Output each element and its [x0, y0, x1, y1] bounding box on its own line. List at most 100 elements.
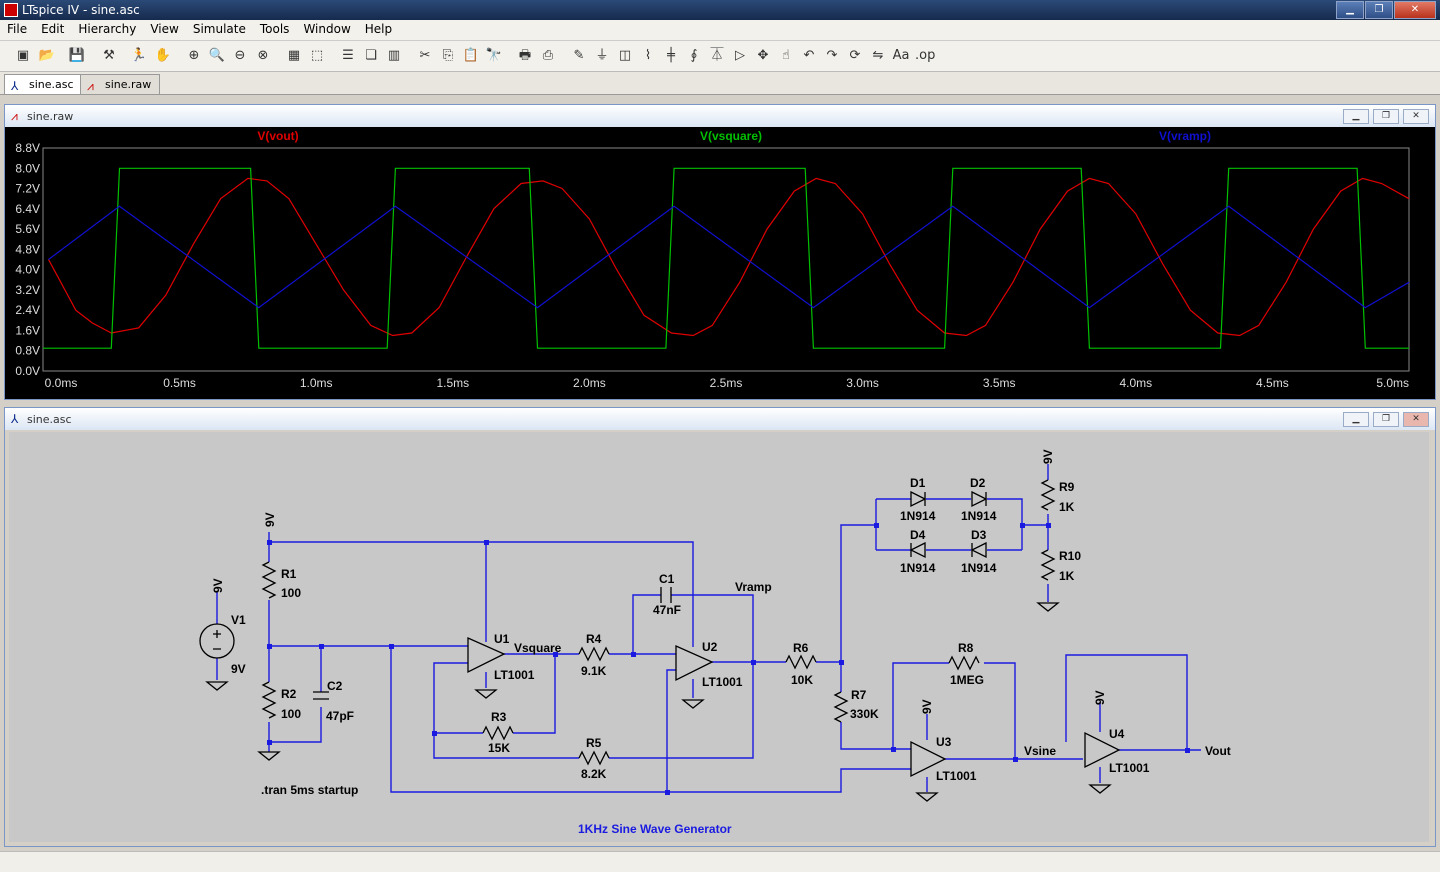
- auto-range-icon[interactable]: ⬚: [310, 48, 324, 63]
- pane-close-button[interactable]: ✕: [1403, 109, 1429, 124]
- zoom-out-icon[interactable]: ⊖: [234, 48, 246, 63]
- y-tick-label: 1.6V: [15, 323, 40, 337]
- find-icon[interactable]: 🔭: [485, 48, 503, 63]
- schematic-icon: ⅄: [11, 412, 19, 426]
- legend-vvout: V(vout): [257, 129, 298, 143]
- diode-icon[interactable]: ⏄: [710, 48, 724, 63]
- u2-value: LT1001: [702, 675, 743, 689]
- print-icon[interactable]: 🖶: [518, 48, 532, 63]
- menu-hierarchy[interactable]: Hierarchy: [78, 22, 137, 36]
- pan-icon[interactable]: ✋: [154, 48, 172, 63]
- zoom-fit-icon[interactable]: ⊗: [257, 48, 269, 63]
- spice-directive-icon[interactable]: .op: [915, 48, 936, 63]
- r10-ref: R10: [1059, 549, 1081, 563]
- wire-icon[interactable]: ✎: [573, 48, 585, 63]
- pane-minimize-button[interactable]: ▁: [1343, 109, 1369, 124]
- tile-vertical-icon[interactable]: ▥: [387, 48, 401, 63]
- tile-horizontal-icon[interactable]: ☰: [342, 48, 354, 63]
- print-preview-icon[interactable]: ⎙: [542, 48, 554, 63]
- resistor-r3: [482, 725, 514, 741]
- resistor-r1: [261, 561, 277, 599]
- component-icon[interactable]: ▷: [735, 48, 745, 63]
- mirror-icon[interactable]: ⇋: [872, 48, 884, 63]
- cascade-icon[interactable]: ❏: [365, 48, 377, 63]
- y-tick-label: 0.8V: [15, 344, 40, 358]
- y-tick-label: 8.8V: [15, 141, 40, 155]
- opamp-u2: [675, 644, 714, 682]
- r6-value: 10K: [791, 673, 813, 687]
- menu-edit[interactable]: Edit: [41, 22, 65, 36]
- minimize-button[interactable]: ▁: [1336, 1, 1364, 19]
- move-icon[interactable]: ✥: [757, 48, 769, 63]
- zoom-area-icon[interactable]: 🔍: [208, 48, 226, 63]
- waveform-icon: ⩘: [11, 109, 18, 123]
- run-icon[interactable]: 🏃: [130, 48, 148, 63]
- tab-sine-raw[interactable]: ⩘ sine.raw: [80, 74, 161, 94]
- menu-simulate[interactable]: Simulate: [192, 22, 246, 36]
- vout-net-label: Vout: [1205, 744, 1231, 758]
- control-panel-icon[interactable]: ⚒: [103, 48, 115, 63]
- schematic-window: ⅄ sine.asc ▁ ❐ ✕: [4, 407, 1436, 847]
- pane-minimize-button[interactable]: ▁: [1343, 412, 1369, 427]
- x-tick-label: 1.0ms: [300, 376, 333, 390]
- waveform-plot[interactable]: 0.0V0.8V1.6V2.4V3.2V4.0V4.8V5.6V6.4V7.2V…: [5, 127, 1435, 399]
- opamp-u4: [1084, 731, 1121, 769]
- copy-icon[interactable]: ⎘: [442, 48, 454, 63]
- x-tick-label: 2.5ms: [710, 376, 743, 390]
- resistor-icon[interactable]: ⌇: [644, 48, 652, 63]
- ground-icon[interactable]: ⏚: [595, 48, 609, 63]
- c2-value: 47pF: [326, 709, 354, 723]
- pane-close-button[interactable]: ✕: [1403, 412, 1429, 427]
- zoom-in-icon[interactable]: ⊕: [188, 48, 200, 63]
- new-schematic-icon[interactable]: ▣: [16, 48, 30, 63]
- text-icon[interactable]: Aa: [892, 48, 910, 63]
- menu-window[interactable]: Window: [303, 22, 351, 36]
- c1-value: 47nF: [653, 603, 681, 617]
- pane-restore-button[interactable]: ❐: [1373, 412, 1399, 427]
- trace-vvramp: [48, 205, 1410, 309]
- pane-restore-button[interactable]: ❐: [1373, 109, 1399, 124]
- r8-value: 1MEG: [950, 673, 984, 687]
- wires: [216, 464, 1201, 793]
- r1-net-flag: 9V: [263, 512, 277, 527]
- resistor-r4: [578, 646, 610, 662]
- undo-icon[interactable]: ↶: [803, 48, 815, 63]
- close-button[interactable]: ✕: [1394, 1, 1436, 19]
- capacitor-c2: [313, 691, 329, 700]
- paste-icon[interactable]: 📋: [462, 48, 480, 63]
- label-icon[interactable]: ◫: [618, 48, 632, 63]
- menu-help[interactable]: Help: [364, 22, 393, 36]
- capacitor-icon[interactable]: ╪: [667, 48, 675, 63]
- menu-view[interactable]: View: [150, 22, 179, 36]
- tab-sine-asc[interactable]: ⅄ sine.asc: [4, 74, 83, 94]
- r8-ref: R8: [958, 641, 974, 655]
- resistor-r5: [578, 750, 610, 766]
- d2-ref: D2: [970, 476, 986, 490]
- y-tick-label: 8.0V: [15, 161, 40, 175]
- plot-frame: [42, 147, 1410, 372]
- redo-icon[interactable]: ↷: [826, 48, 838, 63]
- x-tick-label: 1.5ms: [436, 376, 469, 390]
- ltspice-app-icon[interactable]: [4, 3, 18, 17]
- save-icon[interactable]: 💾: [68, 48, 86, 63]
- menu-file[interactable]: File: [7, 22, 28, 36]
- opamp-u3: [910, 740, 947, 778]
- open-icon[interactable]: 📂: [38, 48, 56, 63]
- rotate-icon[interactable]: ⟳: [849, 48, 861, 63]
- inductor-icon[interactable]: ∮: [690, 48, 698, 63]
- x-tick-label: 4.0ms: [1119, 376, 1152, 390]
- d4-ref: D4: [910, 528, 926, 542]
- trace-vvsquare: [43, 167, 1409, 349]
- r9-ref: R9: [1059, 480, 1075, 494]
- cut-icon[interactable]: ✂: [419, 48, 431, 63]
- voltage-source-v1: [199, 623, 235, 659]
- drag-icon[interactable]: ☝: [782, 48, 790, 63]
- schematic-canvas[interactable]: R1 100 R2 100 C2 47pF V1 9V 9V 9V U1 LT1…: [9, 432, 1429, 842]
- grid-icon[interactable]: ▦: [287, 48, 301, 63]
- r7-ref: R7: [851, 688, 867, 702]
- schematic-labels: R1 100 R2 100 C2 47pF V1 9V 9V 9V U1 LT1…: [211, 449, 1231, 836]
- menu-tools[interactable]: Tools: [259, 22, 290, 36]
- maximize-button[interactable]: ❐: [1365, 1, 1393, 19]
- x-tick-label: 0.5ms: [163, 376, 196, 390]
- resistor-r10: [1040, 549, 1056, 581]
